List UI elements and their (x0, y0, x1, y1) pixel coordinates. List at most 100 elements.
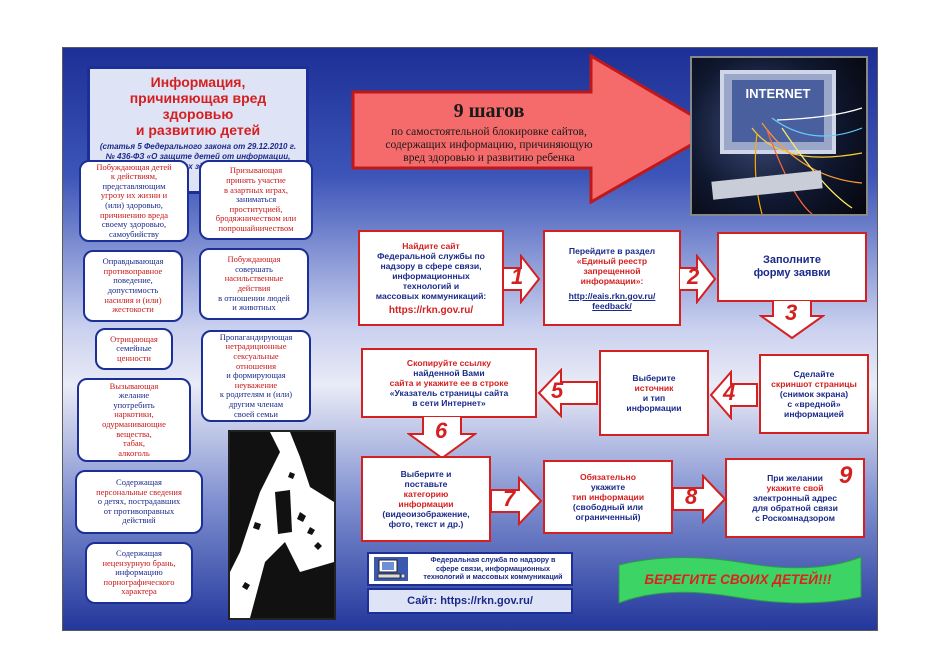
step-line: сайта и укажите ее в строке (389, 378, 509, 388)
card-line: отношения (236, 360, 276, 371)
eais-link[interactable]: http://eais.rkn.gov.ru/ (568, 290, 656, 301)
harm-card-suicide: Побуждающая детей к действиям, представл… (79, 160, 189, 242)
step-line: запрещенной (583, 265, 641, 276)
step-line: скриншот страницы (771, 379, 857, 389)
harm-card-obscene: Содержащая нецензурную брань, информацию… (85, 542, 193, 604)
step-line: найденной Вами (413, 368, 485, 378)
card-line: Оправдывающая (102, 256, 164, 267)
step-line: с «вредной» (787, 399, 841, 409)
card-line: заниматься (235, 194, 277, 205)
internet-photo: INTERNET (690, 56, 868, 216)
step-line: электронный адрес (753, 493, 837, 503)
step-line: форму заявки (753, 267, 831, 279)
card-line: сексуальные (233, 351, 279, 362)
step-line: надзору в сфере связи, (380, 260, 482, 271)
slogan-text: БЕРЕГИТЕ СВОИХ ДЕТЕЙ!!! (644, 572, 832, 587)
step-line: Заполните (763, 254, 821, 266)
card-line: нецензурную брань, (102, 557, 176, 568)
footer-line1: Федеральная служба по надзору в (430, 555, 556, 564)
harm-card-family-values: Пропагандирующая нетрадиционные сексуаль… (201, 330, 311, 422)
step-line: (видеоизображение, (382, 509, 470, 519)
card-line: своей семьи (234, 408, 278, 419)
card-line: совершать (235, 263, 273, 274)
card-line: употребить (113, 399, 155, 410)
arrow-right-icon (491, 476, 543, 526)
step-line: фото, текст и др.) (388, 519, 464, 529)
card-line: Вызывающая (109, 380, 159, 391)
site-link[interactable]: Сайт: https://rkn.gov.ru/ (367, 588, 573, 614)
big-arrow-shape (351, 53, 720, 204)
arrow-subtitle: по самостоятельной блокировке сайтов, со… (363, 126, 615, 165)
card-line: информацию (115, 567, 163, 578)
silhouette-image (230, 432, 334, 618)
harm-card-drugs: Вызывающая желание употребить наркотики,… (77, 378, 191, 462)
rkn-link[interactable]: https://rkn.gov.ru/ (388, 304, 474, 316)
poster-title-line1: Информация, (150, 74, 246, 90)
card-line: Побуждающая детей (96, 161, 172, 172)
step-line: Перейдите в раздел (568, 245, 656, 256)
step-line: в сети Интернет» (412, 398, 486, 408)
card-line: и формирующая (226, 370, 286, 381)
card-line: нетрадиционные (225, 341, 287, 352)
card-line: желание (118, 390, 150, 401)
step-line: с Роскомнадзором (755, 513, 835, 523)
eais-link-cont[interactable]: feedback/ (592, 300, 632, 311)
arrow-down-icon (407, 416, 477, 460)
card-line: от противоправных (103, 505, 175, 516)
card-line: табак, (123, 438, 145, 449)
step-line: поставьте (404, 479, 448, 489)
card-line: насилия и (или) (104, 294, 162, 305)
step-8-card: Обязательно укажите тип информации (своб… (543, 460, 673, 534)
step-1-card: Найдите сайт Федеральной службы по надзо… (358, 230, 504, 326)
card-line: характера (121, 586, 157, 597)
poster-subtitle-line2: № 436-ФЗ «О защите детей от информации, (105, 152, 291, 161)
card-line: Содержащая (116, 477, 162, 488)
card-line: действия (237, 283, 271, 293)
poster: Информация, причиняющая вред здоровью и … (62, 47, 878, 631)
card-line: к родителям и (или) (219, 389, 293, 400)
card-line: представляющим (102, 180, 166, 191)
card-line: жестокости (112, 304, 154, 315)
card-line: Содержащая (116, 548, 162, 559)
step-line: «Единый реестр (576, 255, 648, 266)
step-line: Найдите сайт (402, 240, 460, 251)
arrow-left-icon (537, 368, 598, 418)
poster-subtitle: (статья 5 Федерального закона от 29.12.2… (94, 142, 302, 172)
card-line: Пропагандирующая (219, 331, 293, 342)
photo-label: INTERNET (746, 86, 811, 101)
poster-title-line3: и развитию детей (135, 122, 261, 138)
card-line: самоубийству (109, 228, 159, 239)
footer-line2: сфере связи, информационных (436, 563, 550, 573)
slogan-banner (618, 556, 862, 604)
card-line: Побуждающая (227, 254, 281, 265)
step-number: 1 (511, 264, 524, 289)
card-line: алкоголь (118, 447, 150, 458)
card-line: и животных (232, 302, 276, 313)
card-line: семейные (116, 343, 152, 354)
step-number: 7 (503, 486, 516, 511)
step-line: Скопируйте ссылку (406, 358, 492, 368)
card-line: наркотики, (114, 409, 154, 420)
step-number: 9 (839, 462, 853, 489)
poster-subtitle-line3: причиняющей вред их здоровью и развитию»… (102, 162, 294, 171)
step-line: информацией (784, 409, 844, 419)
internet-monitor-image: INTERNET (711, 70, 863, 214)
card-line: бродяжничеством или (215, 213, 297, 224)
arrow-text: 9 шагов по самостоятельной блокировке са… (363, 100, 615, 165)
step-7-card: Выберите и поставьте категорию информаци… (361, 456, 491, 542)
step-line: Выберите и (400, 469, 452, 479)
card-line: допустимость (107, 285, 159, 295)
card-line: насильственные (224, 273, 284, 284)
step-line: Выберите (632, 373, 676, 383)
card-line: принять участие (226, 175, 286, 186)
step-2-card: Перейдите в раздел «Единый реестр запрещ… (543, 230, 681, 326)
step-6-card: Скопируйте ссылку найденной Вами сайта и… (361, 348, 537, 418)
step-line: тип информации (571, 492, 645, 502)
card-line: вещества, (116, 428, 152, 439)
step-line: для обратной связи (752, 503, 838, 513)
arrow-right-icon (673, 474, 727, 524)
arrow-line3: вред здоровью и развитию ребенка (403, 152, 575, 164)
step-line: информации (626, 403, 682, 413)
harm-card-violence: Оправдывающая противоправное поведение, … (83, 250, 183, 322)
step-5-card: Выберите источник и тип информации (599, 350, 709, 436)
